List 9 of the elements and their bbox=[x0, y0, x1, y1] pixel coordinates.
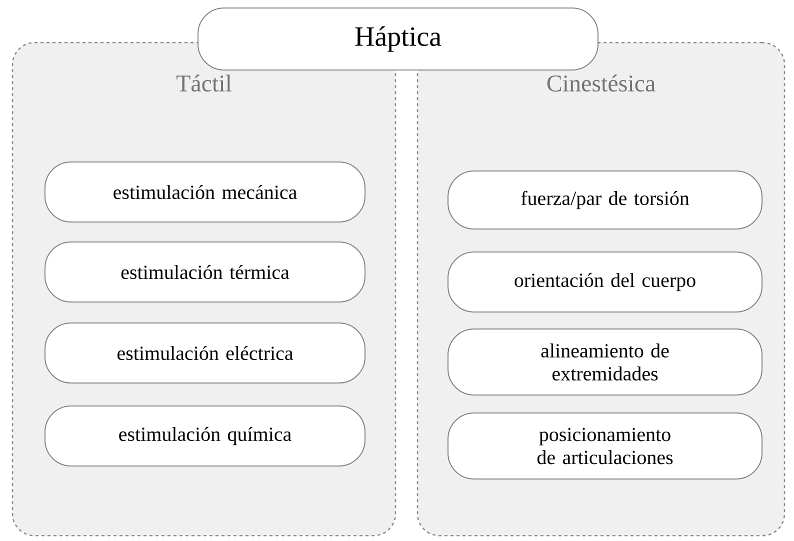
title-box: Háptica bbox=[198, 8, 598, 70]
category-box: orientación del cuerpo bbox=[448, 252, 762, 312]
category-box: estimulación química bbox=[44, 406, 366, 466]
category-box: alineamiento de extremidades bbox=[448, 328, 762, 396]
category-box: estimulación mecánica bbox=[44, 162, 366, 222]
category-box: estimulación térmica bbox=[44, 242, 366, 302]
category-box: fuerza/par de torsión bbox=[448, 170, 762, 230]
category-box: posicionamiento de articulaciones bbox=[448, 412, 762, 480]
category-box: estimulación eléctrica bbox=[44, 322, 366, 384]
